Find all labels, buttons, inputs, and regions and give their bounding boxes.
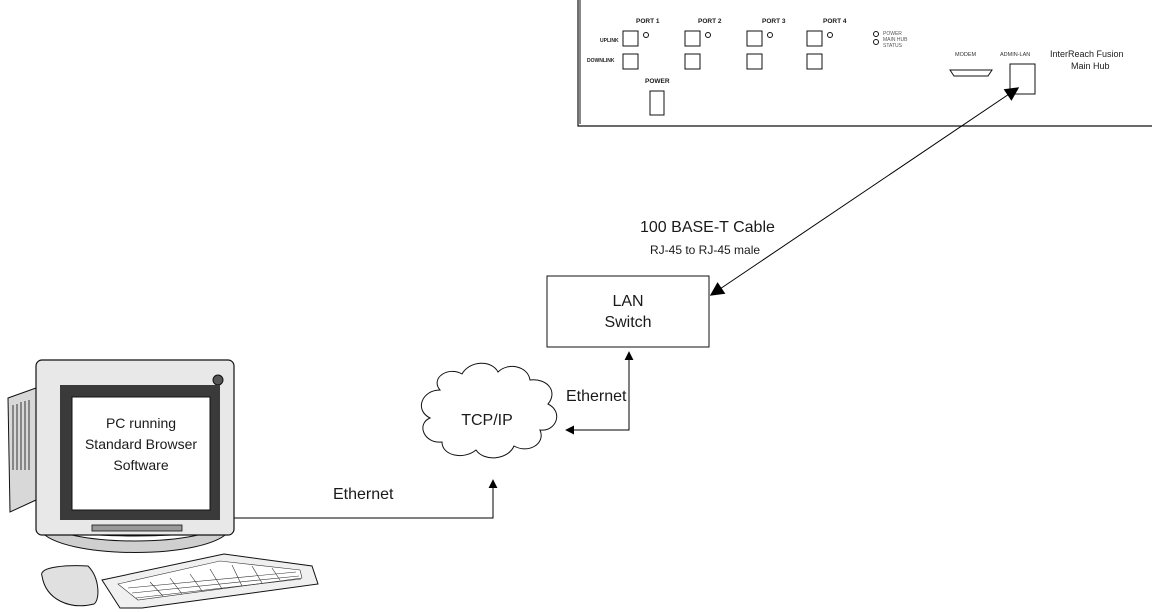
screen-text-line2: Standard Browser	[85, 436, 197, 452]
keyboard-icon	[101, 553, 319, 609]
link-cloud-pc-label: Ethernet	[333, 486, 394, 503]
cloud-label: TCP/IP	[461, 412, 513, 429]
monitor-housing	[7, 387, 37, 513]
tcpip-cloud: TCP/IP	[420, 362, 558, 459]
uplink-port-2	[684, 30, 701, 47]
cable-hub-to-switch	[709, 87, 1020, 296]
link-switch-to-cloud	[565, 351, 634, 435]
link-cloud-to-pc	[215, 479, 498, 523]
uplink-led-1	[643, 32, 649, 38]
pc-computer: PC running Standard Browser Software	[7, 359, 319, 609]
port-3-label: PORT 3	[762, 18, 786, 25]
power-switch	[649, 90, 665, 116]
port-4-label: PORT 4	[823, 18, 847, 25]
power-knob	[212, 374, 224, 386]
uplink-led-2	[705, 32, 711, 38]
monitor-vents	[12, 400, 30, 470]
modem-label: MODEM	[955, 52, 977, 58]
downlink-port-4	[806, 53, 823, 70]
downlink-port-2	[684, 53, 701, 70]
admin-lan-port	[1009, 63, 1036, 95]
downlink-label: DOWNLINK	[587, 58, 615, 64]
screen-text-line1: PC running	[106, 415, 176, 431]
uplink-port-1	[622, 30, 639, 47]
uplink-label: UPLINK	[600, 38, 619, 44]
power-label: POWER	[645, 78, 670, 85]
uplink-port-3	[746, 30, 763, 47]
lan-switch: LAN Switch	[546, 275, 710, 348]
uplink-led-3	[767, 32, 773, 38]
admin-lan-label: ADMIN-LAN	[1000, 52, 1030, 58]
downlink-port-3	[746, 53, 763, 70]
switch-label-line2: Switch	[604, 314, 651, 331]
monitor-screen	[71, 396, 211, 511]
port-2-label: PORT 2	[698, 18, 722, 25]
uplink-led-4	[827, 32, 833, 38]
power-led	[873, 31, 879, 37]
led-label-status: STATUS	[883, 43, 903, 49]
downlink-port-1	[622, 53, 639, 70]
monitor-controls	[91, 524, 183, 532]
cable-title: 100 BASE-T Cable	[640, 219, 775, 236]
link-switch-cloud-label: Ethernet	[566, 388, 627, 405]
cable-subtitle: RJ-45 to RJ-45 male	[650, 243, 760, 257]
led-label-power: POWER	[883, 31, 902, 37]
modem-port	[949, 69, 993, 77]
hub-name-line2: Main Hub	[1071, 61, 1110, 71]
mouse-icon	[41, 565, 99, 607]
port-1-label: PORT 1	[636, 18, 660, 25]
led-label-main-hub: MAIN HUB	[883, 37, 908, 43]
uplink-port-4	[806, 30, 823, 47]
status-led	[873, 39, 879, 45]
switch-label-line1: LAN	[612, 293, 643, 310]
screen-text-line3: Software	[113, 457, 168, 473]
hub-name-line1: InterReach Fusion	[1050, 49, 1124, 59]
main-hub-panel: PORT 1 PORT 2 PORT 3 PORT 4 UPLINK DOWNL…	[577, 0, 1152, 127]
